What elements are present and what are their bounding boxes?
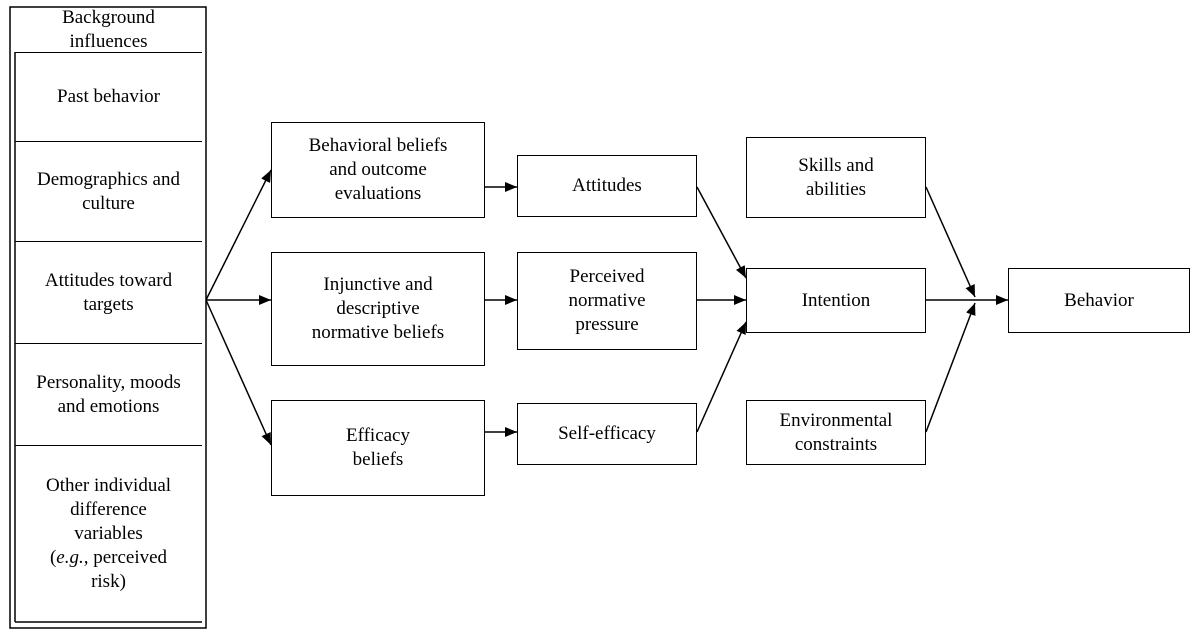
behavioral-beliefs-box: Behavioral beliefs and outcome evaluatio… — [271, 122, 485, 218]
normative-pressure-label: Perceived normative pressure — [568, 266, 646, 335]
attitudes-box: Attitudes — [517, 155, 697, 217]
background-outer-frame — [9, 6, 207, 629]
other-variables-suffix: , perceived risk) — [83, 547, 168, 592]
arrow-selfefficacy-to-intention — [696, 321, 747, 433]
arrow-environment-to-behavior — [925, 302, 976, 433]
normative-pressure-box: Perceived normative pressure — [517, 252, 697, 350]
environment-box: Environmental constraints — [746, 400, 926, 465]
arrow-bg-to-behavioral — [205, 169, 272, 301]
background-item-attitudes-targets: Attitudes toward targets — [15, 241, 202, 343]
behavioral-beliefs-label: Behavioral beliefs and outcome evaluatio… — [308, 135, 448, 204]
background-item-other-variables: Other individual difference variables (e… — [15, 445, 202, 622]
skills-label: Skills and abilities — [798, 154, 874, 200]
efficacy-beliefs-label: Efficacy beliefs — [346, 425, 410, 470]
other-variables-italic: e.g. — [56, 547, 84, 568]
efficacy-beliefs-box: Efficacy beliefs — [271, 400, 485, 496]
behavior-box: Behavior — [1008, 268, 1190, 333]
background-item-demographics: Demographics and culture — [15, 141, 202, 241]
self-efficacy-label: Self-efficacy — [558, 423, 656, 444]
background-item-personality: Personality, moods and emotions — [15, 343, 202, 445]
attitudes-label: Attitudes — [572, 175, 642, 196]
intention-box: Intention — [746, 268, 926, 333]
background-title: Background influences — [62, 7, 155, 52]
arrow-bg-to-efficacy — [205, 299, 272, 446]
self-efficacy-box: Self-efficacy — [517, 403, 697, 465]
arrow-attitudes-to-intention — [696, 186, 747, 279]
normative-beliefs-box: Injunctive and descriptive normative bel… — [271, 252, 485, 366]
background-item-past-behavior: Past behavior — [15, 52, 202, 141]
intention-label: Intention — [801, 289, 871, 311]
other-variables-prefix: Other individual difference variables ( — [45, 475, 172, 568]
arrow-skills-to-behavior — [925, 186, 976, 298]
normative-beliefs-label: Injunctive and descriptive normative bel… — [311, 274, 445, 343]
environment-label: Environmental constraints — [779, 409, 893, 455]
behavior-label: Behavior — [1064, 289, 1134, 311]
skills-box: Skills and abilities — [746, 137, 926, 218]
